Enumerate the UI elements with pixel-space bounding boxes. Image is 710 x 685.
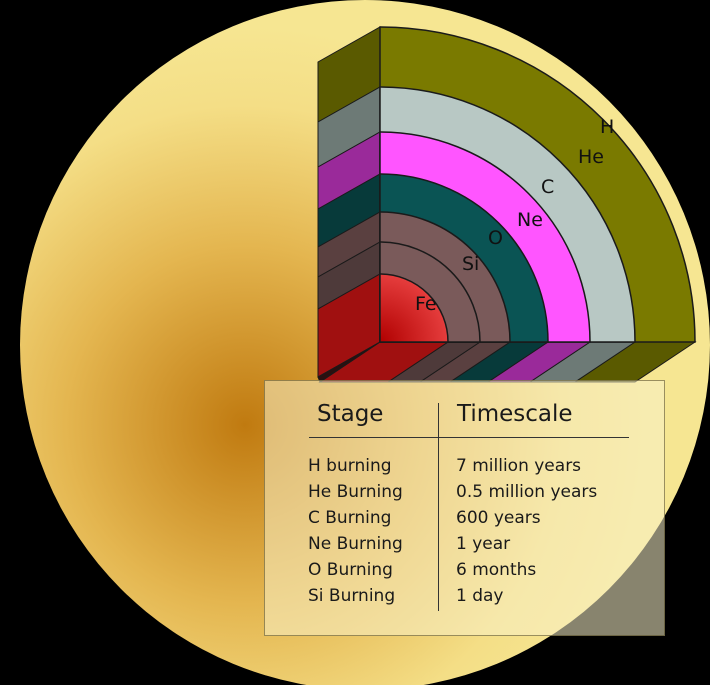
- shell-label-o: O: [488, 227, 503, 249]
- shell-label-he: He: [578, 146, 604, 168]
- stage-cell: H burning: [308, 456, 392, 476]
- shell-fe: [379, 273, 449, 343]
- stage-cell: Ne Burning: [308, 534, 403, 554]
- timescale-cell: 0.5 million years: [456, 482, 598, 502]
- timescale-cell: 600 years: [456, 508, 541, 528]
- core-corner-facet: [317, 341, 381, 383]
- timescale-header: Timescale: [457, 401, 573, 427]
- stage-cell: C Burning: [308, 508, 392, 528]
- table-row: Si Burning 1 day: [265, 585, 664, 611]
- wedge-side-facets: [317, 26, 697, 383]
- table-row: C Burning 600 years: [265, 507, 664, 533]
- stage-cell: Si Burning: [308, 586, 396, 606]
- shell-label-c: C: [541, 176, 554, 198]
- shell-label-ne: Ne: [517, 209, 543, 231]
- timescale-cell: 1 day: [456, 586, 504, 606]
- timescale-cell: 7 million years: [456, 456, 582, 476]
- stage-header: Stage: [317, 401, 384, 427]
- table-rows: H burning 7 million years He Burning 0.5 mi…: [265, 455, 664, 611]
- stage-cell: He Burning: [308, 482, 403, 502]
- table-row: H burning 7 million years: [265, 455, 664, 481]
- column-separator: [438, 403, 439, 611]
- timescale-cell: 1 year: [456, 534, 511, 554]
- shell-label-h: H: [600, 116, 614, 138]
- burning-stages-table: Stage Timescale H burning 7 million years…: [264, 380, 665, 636]
- shell-wedge: [379, 26, 696, 343]
- table-row: He Burning 0.5 million years: [265, 481, 664, 507]
- shell-label-fe: Fe: [415, 293, 437, 315]
- header-rule: [309, 437, 629, 438]
- table-row: Ne Burning 1 year: [265, 533, 664, 559]
- timescale-cell: 6 months: [456, 560, 537, 580]
- table-row: O Burning 6 months: [265, 559, 664, 585]
- shell-label-si: Si: [462, 253, 479, 275]
- stage-cell: O Burning: [308, 560, 393, 580]
